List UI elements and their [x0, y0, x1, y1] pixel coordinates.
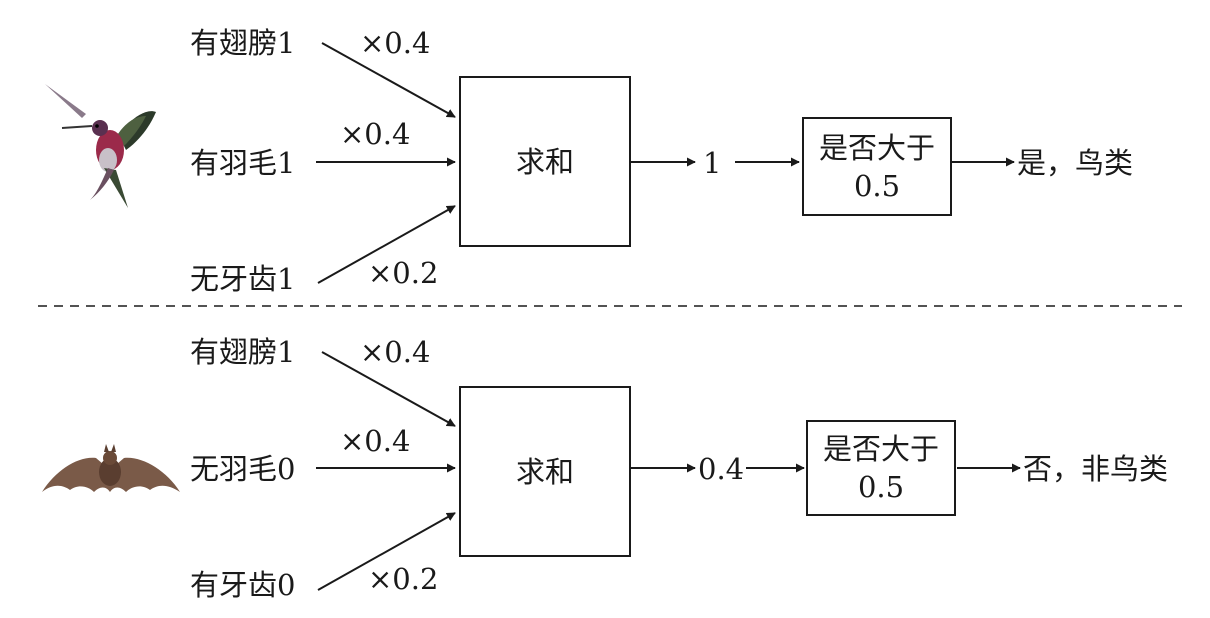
threshold-line-1: 是否大于 — [822, 432, 939, 466]
sum-box: 求和 — [459, 386, 631, 557]
result-label: 是，鸟类 — [1017, 146, 1134, 180]
input-label: 有翅膀1 — [190, 335, 296, 369]
weight-label: ×0.2 — [368, 256, 439, 290]
sum-label: 求和 — [515, 455, 574, 489]
input-label: 有羽毛1 — [190, 146, 296, 180]
input-label: 无牙齿1 — [190, 262, 296, 296]
arrow-bottom-input-3 — [317, 512, 456, 591]
weight-label: ×0.4 — [360, 26, 431, 60]
hummingbird-icon — [45, 84, 156, 208]
threshold-line-1: 是否大于 — [818, 130, 935, 165]
arrow-bottom-input-1 — [321, 351, 456, 427]
arrow-top-input-3 — [317, 205, 456, 284]
input-label: 无羽毛0 — [190, 452, 296, 486]
arrow-top-input-1 — [321, 42, 456, 118]
bat-icon — [42, 444, 180, 492]
weight-label: ×0.2 — [368, 562, 439, 596]
sum-value: 0.4 — [698, 452, 745, 486]
sum-value: 1 — [703, 146, 722, 180]
weight-label: ×0.4 — [340, 117, 411, 151]
weight-label: ×0.4 — [360, 335, 431, 369]
input-label: 有牙齿0 — [190, 568, 296, 602]
threshold-line-2: 0.5 — [857, 470, 905, 504]
threshold-line-2: 0.5 — [853, 168, 901, 203]
result-label: 否，非鸟类 — [1023, 452, 1169, 486]
threshold-box: 是否大于 0.5 — [806, 420, 956, 516]
input-label: 有翅膀1 — [190, 26, 296, 60]
threshold-box: 是否大于 0.5 — [802, 117, 952, 216]
weight-label: ×0.4 — [340, 424, 411, 458]
sum-box: 求和 — [459, 76, 631, 247]
sum-label: 求和 — [515, 145, 574, 179]
